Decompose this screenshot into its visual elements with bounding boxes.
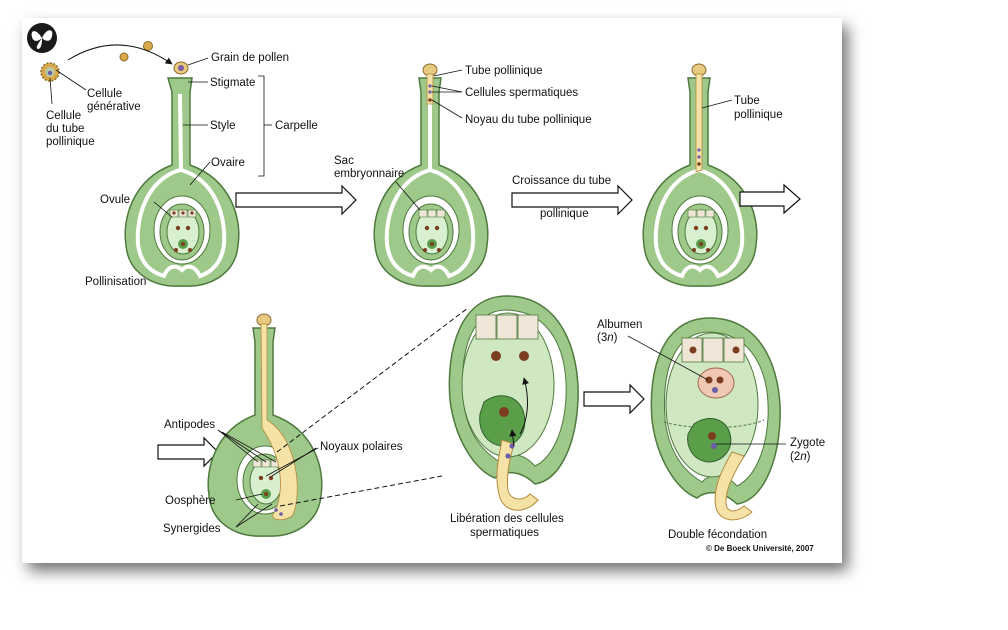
- label-albumen-ploidy: (3n): [597, 332, 618, 344]
- label-croissance-1: Croissance du tube: [512, 175, 611, 187]
- label-cellules-spermatiques: Cellules spermatiques: [465, 87, 578, 99]
- label-ovaire: Ovaire: [211, 157, 245, 169]
- panel3-leader: [701, 99, 733, 109]
- panel1-leaders: [49, 57, 272, 218]
- zygote-ploidy-close: ): [807, 451, 811, 463]
- label-tube-2-2: pollinique: [734, 109, 783, 121]
- label-antipodes: Antipodes: [164, 419, 215, 431]
- pistil-tube-start: [373, 63, 489, 287]
- label-liberation-2: spermatiques: [470, 527, 539, 539]
- albumen-ploidy-close: ): [614, 332, 618, 344]
- label-cellule-tube-3: pollinique: [46, 136, 95, 148]
- albumen-ploidy-n: n: [607, 332, 613, 344]
- label-grain-de-pollen: Grain de pollen: [211, 52, 289, 64]
- pistil-pollination: [124, 61, 240, 287]
- pistil-tube-growth: [642, 63, 758, 287]
- label-synergides: Synergides: [163, 523, 221, 535]
- zygote-ploidy-n: n: [800, 451, 806, 463]
- label-ovule: Ovule: [100, 194, 130, 206]
- label-croissance-2: pollinique: [540, 208, 589, 220]
- label-pollinisation: Pollinisation: [85, 276, 146, 288]
- ovule-zoom-release: [448, 295, 579, 511]
- arrow-step-1: [235, 184, 357, 216]
- label-cellule-generative-1: Cellule: [87, 88, 122, 100]
- label-carpelle: Carpelle: [275, 120, 318, 132]
- pistil-fertilization: [207, 313, 323, 537]
- label-albumen: Albumen: [597, 319, 642, 331]
- label-sac-2: embryonnaire: [334, 168, 404, 180]
- label-noyaux-polaires: Noyaux polaires: [320, 441, 403, 453]
- zygote-ploidy-open: (2: [790, 451, 800, 463]
- label-liberation-1: Libération des cellules: [450, 513, 564, 525]
- panel2-leaders: [395, 69, 463, 211]
- panel4-leaders: [217, 429, 319, 528]
- label-cellule-generative-2: générative: [87, 101, 141, 113]
- label-cellule-tube-1: Cellule: [46, 110, 81, 122]
- label-cellule-tube-2: du tube: [46, 123, 84, 135]
- label-tube-pollinique: Tube pollinique: [465, 65, 543, 77]
- arrow-step-3: [739, 183, 801, 215]
- zoom-line-bottom: [279, 475, 443, 507]
- panel5-leaders: [627, 335, 786, 445]
- zoom-line-top: [276, 307, 469, 453]
- fertilization-diagram: Grain de pollen Stigmate Style Carpelle …: [27, 23, 825, 553]
- label-zygote-ploidy: (2n): [790, 451, 811, 463]
- label-copyright: © De Boeck Université, 2007: [706, 544, 814, 553]
- label-tube-2-1: Tube: [734, 95, 760, 107]
- label-stigmate: Stigmate: [210, 77, 255, 89]
- butterfly-icon: [27, 23, 57, 53]
- pollen-grains: [40, 41, 173, 82]
- label-sac-1: Sac: [334, 155, 354, 167]
- arrow-step-4: [157, 436, 219, 468]
- arrow-step-2: [511, 184, 633, 216]
- label-zygote: Zygote: [790, 437, 825, 449]
- label-noyau-tube: Noyau du tube pollinique: [465, 114, 592, 126]
- label-oosphere: Oosphère: [165, 495, 216, 507]
- label-style: Style: [210, 120, 236, 132]
- label-double-fecondation: Double fécondation: [668, 529, 767, 541]
- figure-panel: Grain de pollen Stigmate Style Carpelle …: [22, 18, 842, 563]
- albumen-ploidy-open: (3: [597, 332, 607, 344]
- arrow-step-5: [583, 383, 645, 415]
- ovule-zoom-double-fertilization: [650, 317, 781, 521]
